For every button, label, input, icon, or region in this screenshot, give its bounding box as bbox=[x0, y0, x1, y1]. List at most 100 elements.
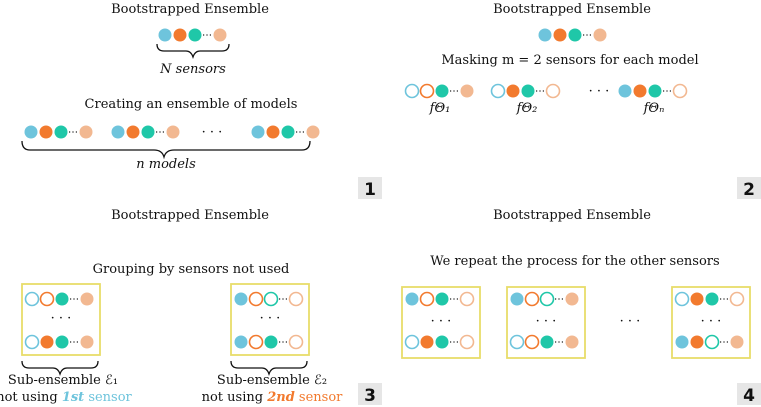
sensor-dot bbox=[166, 125, 180, 139]
sensor-dot bbox=[730, 335, 744, 349]
panel4-group-n-box bbox=[671, 286, 751, 359]
sensor-dot bbox=[266, 125, 280, 139]
sensors-label: N sensors bbox=[159, 62, 226, 77]
sensor-dot bbox=[568, 28, 582, 42]
sensor-dot bbox=[435, 84, 449, 98]
panel4-group-2-box bbox=[506, 286, 586, 359]
sensor-dot bbox=[24, 125, 38, 139]
sub-ensemble-1-caption: not using 1st sensor bbox=[0, 390, 133, 405]
masked-sensor-dot bbox=[404, 83, 420, 99]
sensor-dot bbox=[521, 84, 535, 98]
sub-ensemble-1-brace bbox=[21, 360, 99, 377]
sub-ensemble-2-box bbox=[230, 283, 310, 356]
panel4-subtitle: We repeat the process for the other sens… bbox=[430, 254, 719, 269]
panel4-group-1-box bbox=[401, 286, 481, 359]
sensor-dot bbox=[460, 84, 474, 98]
sensor-dot bbox=[251, 125, 265, 139]
sub-ensemble-2-ellipsis: · · · bbox=[260, 311, 281, 326]
sensor-dot bbox=[405, 292, 419, 306]
models-label: n models bbox=[136, 157, 196, 172]
masked-sensor-dot bbox=[24, 334, 40, 350]
sensor-dot bbox=[141, 125, 155, 139]
panel4-groups-ellipsis: · · · bbox=[620, 314, 641, 329]
sensor-dot bbox=[420, 335, 434, 349]
sensor-dot bbox=[690, 292, 704, 306]
sensor-dot bbox=[79, 125, 93, 139]
model-ellipsis: · · · bbox=[202, 125, 223, 140]
sub-ensemble-2-title: Sub-ensemble ℰ₂ bbox=[217, 373, 327, 388]
panel3-badge: 3 bbox=[364, 386, 376, 406]
sensor-dot bbox=[618, 84, 632, 98]
sensor-dot bbox=[39, 125, 53, 139]
model-label-2: fΘ₂ bbox=[516, 101, 538, 116]
masked-sensor-dot bbox=[704, 334, 720, 350]
masked-sensor-dot bbox=[459, 334, 475, 350]
masked-sensor-dot bbox=[248, 291, 264, 307]
sensor-dot bbox=[188, 28, 202, 42]
masked-sensor-dot bbox=[524, 291, 540, 307]
masked-sensor-dot bbox=[404, 334, 420, 350]
sensor-dot bbox=[565, 292, 579, 306]
sensor-dot bbox=[213, 28, 227, 42]
masked-sensor-dot bbox=[24, 291, 40, 307]
panel3-subtitle: Grouping by sensors not used bbox=[93, 262, 290, 277]
sensor-dots bbox=[24, 28, 745, 350]
masked-sensor-dot bbox=[459, 291, 475, 307]
sensor-dot bbox=[565, 335, 579, 349]
sensor-dot bbox=[173, 28, 187, 42]
sensor-dot bbox=[510, 292, 524, 306]
sensor-dot bbox=[553, 28, 567, 42]
sensor-dot bbox=[55, 335, 69, 349]
sensor-dot bbox=[234, 292, 248, 306]
panel4-group-1-ellipsis: · · · bbox=[431, 314, 452, 329]
panel2-ellipsis: · · · bbox=[589, 84, 610, 99]
panel3-badge-bg bbox=[358, 383, 382, 405]
masked-sensor-dot bbox=[419, 291, 435, 307]
sub-ensemble-2-caption: not using 2nd sensor bbox=[202, 390, 344, 405]
models-brace bbox=[21, 140, 311, 160]
panel1-badge: 1 bbox=[364, 180, 376, 200]
panel1-badge-bg bbox=[358, 177, 382, 199]
sensor-dot bbox=[111, 125, 125, 139]
sensor-dot bbox=[538, 28, 552, 42]
panel1-subtitle: Creating an ensemble of models bbox=[85, 97, 298, 112]
sensor-dot bbox=[80, 335, 94, 349]
masked-sensor-dot bbox=[419, 83, 435, 99]
panel1-title: Bootstrapped Ensemble bbox=[111, 2, 269, 17]
masked-sensor-dot bbox=[288, 291, 304, 307]
masked-sensor-dot bbox=[524, 334, 540, 350]
sensor-dot bbox=[648, 84, 662, 98]
sensor-dot bbox=[40, 335, 54, 349]
sensor-dot bbox=[126, 125, 140, 139]
sensor-dot bbox=[506, 84, 520, 98]
sub-ensemble-2-brace bbox=[230, 360, 308, 377]
sensor-dot bbox=[675, 335, 689, 349]
model-label-n: fΘₙ bbox=[643, 101, 665, 116]
sensor-dot bbox=[633, 84, 647, 98]
masked-sensor-dot bbox=[288, 334, 304, 350]
masked-sensor-dot bbox=[672, 83, 688, 99]
sub-ensemble-1-ellipsis: · · · bbox=[51, 311, 72, 326]
sensor-dot bbox=[435, 335, 449, 349]
masked-sensor-dot bbox=[729, 291, 745, 307]
sensor-dot bbox=[690, 335, 704, 349]
panel4-group-2-ellipsis: · · · bbox=[536, 314, 557, 329]
masked-sensor-dot bbox=[39, 291, 55, 307]
sensor-dot bbox=[435, 292, 449, 306]
masked-sensor-dot bbox=[248, 334, 264, 350]
masked-sensor-dot bbox=[674, 291, 690, 307]
sensor-dot bbox=[540, 335, 554, 349]
sensor-dot bbox=[54, 125, 68, 139]
panel2-subtitle: Masking m = 2 sensors for each model bbox=[441, 53, 698, 68]
sensor-dot bbox=[80, 292, 94, 306]
masked-sensor-dot bbox=[539, 291, 555, 307]
sensor-dot bbox=[306, 125, 320, 139]
sensor-dot bbox=[593, 28, 607, 42]
masked-sensor-dot bbox=[263, 291, 279, 307]
masked-sensor-dot bbox=[490, 83, 506, 99]
panel4-badge: 4 bbox=[743, 386, 755, 406]
sensor-dot bbox=[55, 292, 69, 306]
model-label-1: fΘ₁ bbox=[429, 101, 451, 116]
panel4-group-n-ellipsis: · · · bbox=[701, 314, 722, 329]
